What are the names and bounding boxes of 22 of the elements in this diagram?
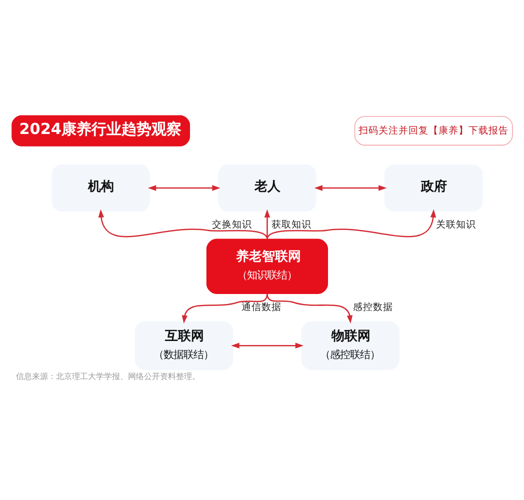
edge-label: 关联知识 [436, 220, 476, 231]
edge-label: 交换知识 [212, 220, 252, 231]
arrow [314, 185, 387, 191]
arrow [148, 185, 220, 191]
node-box: 机构 [52, 164, 150, 212]
label: 扫码关注并回复【康养】下载报告 [358, 125, 509, 136]
arrow [231, 342, 304, 348]
node-box: 政府 [384, 164, 483, 212]
arrow [266, 209, 436, 240]
edge-label: 感控数据 [352, 302, 393, 314]
edge-label: 通信数据 [242, 302, 282, 314]
node-box: 老人 [218, 164, 316, 212]
node-box: 养老智联网 （知识联结） [206, 238, 328, 294]
arrow [98, 209, 268, 240]
arrow [264, 209, 270, 240]
arrow [182, 294, 268, 324]
arrow [266, 294, 353, 324]
diagram-title: 2024康养行业趋势观察 [19, 120, 182, 138]
edge-label: 获取知识 [271, 220, 312, 231]
caption: 信息来源：北京理工大学学报、网络公开资料整理。 [16, 372, 200, 382]
node-box: 互联网 （数据联结） [134, 321, 234, 370]
node-box: 物联网 （感控联结） [301, 321, 400, 370]
